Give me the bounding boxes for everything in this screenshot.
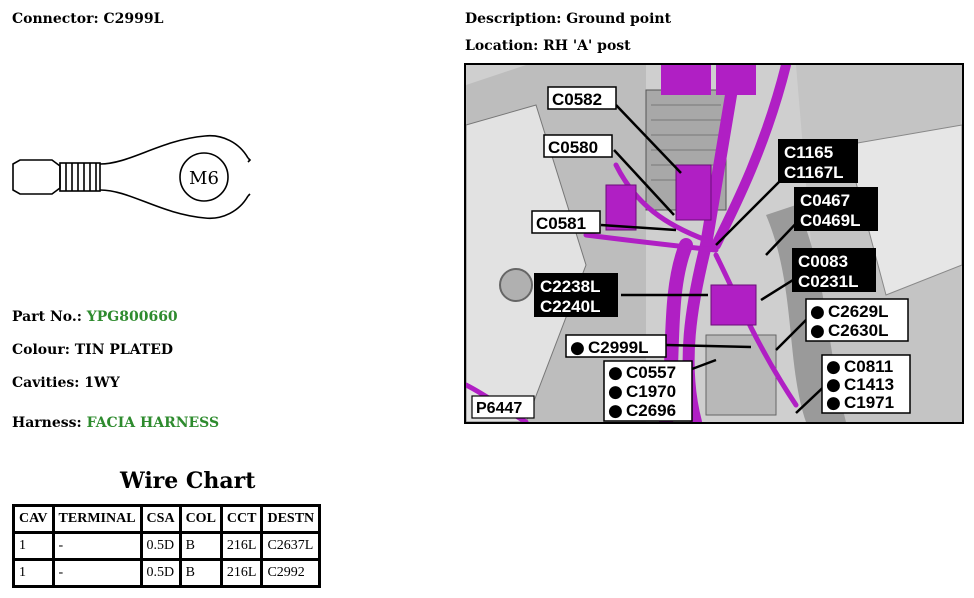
callout-c2238l: C2238L: [540, 277, 600, 296]
harness-link[interactable]: FACIA HARNESS: [86, 415, 220, 431]
cell-terminal: -: [51, 531, 143, 561]
bullet-c1970: ●: [608, 382, 623, 402]
header-cct: CCT: [219, 504, 264, 534]
callout-c0083: C0083: [798, 252, 848, 271]
callout-c0581: C0581: [536, 214, 586, 233]
bullet-c2696: ●: [608, 401, 623, 421]
cell-destn: C2637L: [260, 531, 322, 561]
callout-c0582: C0582: [552, 90, 602, 109]
part-no-field: Part No.: YPG800660: [12, 309, 178, 325]
part-no-label: Part No.:: [12, 309, 82, 325]
bullet-c2999l: ●: [570, 338, 585, 358]
wire-chart-header-row: CAV TERMINAL CSA COL CCT DESTN: [12, 504, 322, 534]
callout-c0580: C0580: [548, 138, 598, 157]
callout-c0469l: C0469L: [800, 211, 860, 230]
cavities-label: Cavities:: [12, 375, 80, 391]
header-cav: CAV: [12, 504, 55, 534]
callout-c0467: C0467: [800, 191, 850, 210]
callout-c1167l: C1167L: [784, 163, 844, 182]
callout-c0811: C0811: [844, 357, 893, 376]
location-value: RH 'A' post: [543, 38, 631, 54]
connector-field: Connector: C2999L: [12, 11, 163, 27]
bullet-c0557: ●: [608, 363, 623, 383]
callout-c2999l: C2999L: [588, 338, 648, 357]
photo-reference: P6447: [476, 400, 522, 417]
harness-label: Harness:: [12, 415, 82, 431]
location-field: Location: RH 'A' post: [465, 38, 631, 54]
colour-label: Colour:: [12, 342, 70, 358]
cell-cct: 216L: [219, 558, 264, 588]
description-field: Description: Ground point: [465, 11, 671, 27]
header-csa: CSA: [139, 504, 182, 534]
connector-location-image: C0582 C0580 C0581 C1165 C1167L C0467 C04…: [464, 63, 964, 424]
colour-field: Colour: TIN PLATED: [12, 342, 173, 358]
bullet-c1971: ●: [826, 393, 841, 413]
table-row: 1 - 0.5D B 216L C2992: [12, 558, 322, 588]
description-value: Ground point: [566, 11, 672, 27]
header-col: COL: [178, 504, 223, 534]
harness-field: Harness: FACIA HARNESS: [12, 415, 219, 431]
callout-c1413: C1413: [844, 375, 894, 394]
cell-csa: 0.5D: [139, 558, 182, 588]
wire-chart-table: CAV TERMINAL CSA COL CCT DESTN 1 - 0.5D …: [12, 504, 322, 588]
callout-c1970: C1970: [626, 382, 676, 401]
cell-csa: 0.5D: [139, 531, 182, 561]
location-label: Location:: [465, 38, 539, 54]
header-destn: DESTN: [260, 504, 322, 534]
header-terminal: TERMINAL: [51, 504, 143, 534]
callout-c0557: C0557: [626, 363, 676, 382]
bullet-c1413: ●: [826, 375, 841, 395]
callout-c1165: C1165: [784, 143, 833, 162]
colour-value: TIN PLATED: [74, 342, 174, 358]
cell-destn: C2992: [260, 558, 322, 588]
cavities-value: 1WY: [84, 375, 120, 391]
cavities-field: Cavities: 1WY: [12, 375, 120, 391]
cell-cav: 1: [12, 531, 55, 561]
bullet-c2629l: ●: [810, 302, 825, 322]
callout-c2696: C2696: [626, 401, 676, 420]
cell-cct: 216L: [219, 531, 264, 561]
cell-cav: 1: [12, 558, 55, 588]
callout-c2629l: C2629L: [828, 302, 888, 321]
cell-col: B: [178, 531, 223, 561]
ring-terminal-drawing: M6: [12, 134, 252, 220]
table-row: 1 - 0.5D B 216L C2637L: [12, 531, 322, 561]
cell-terminal: -: [51, 558, 143, 588]
bullet-c2630l: ●: [810, 321, 825, 341]
callout-c0231l: C0231L: [798, 272, 858, 291]
stud-size-label: M6: [189, 168, 219, 189]
callout-c2630l: C2630L: [828, 321, 888, 340]
callout-c2240l: C2240L: [540, 297, 600, 316]
part-no-link[interactable]: YPG800660: [86, 309, 178, 325]
wire-chart-title: Wire Chart: [120, 468, 256, 494]
cell-col: B: [178, 558, 223, 588]
connector-label: Connector:: [12, 11, 99, 27]
connector-value: C2999L: [103, 11, 164, 27]
description-label: Description:: [465, 11, 562, 27]
callout-c1971: C1971: [844, 393, 894, 412]
bullet-c0811: ●: [826, 357, 841, 377]
